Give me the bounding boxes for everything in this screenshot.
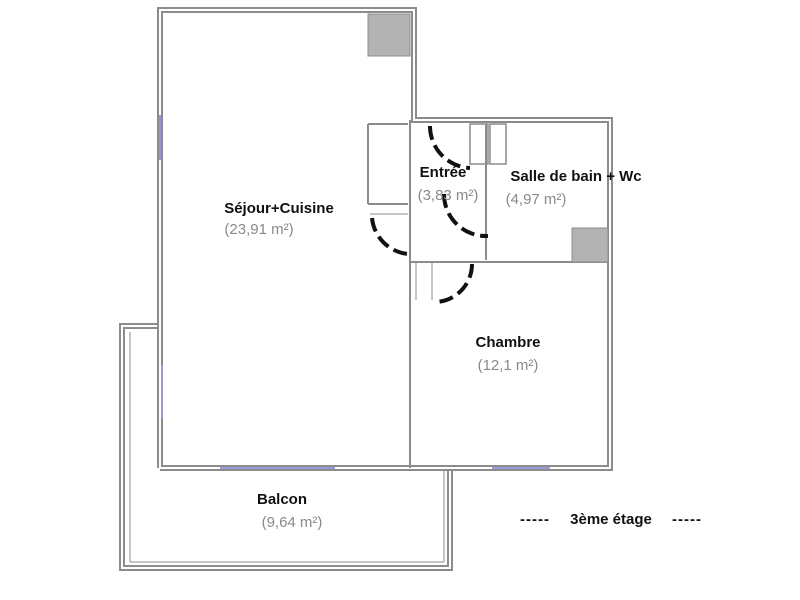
door-arc-entree xyxy=(427,125,471,170)
room-area-balcon: (9,64 m²) xyxy=(262,514,323,531)
balcony-outline xyxy=(119,323,453,571)
floor-dash-left: ----- xyxy=(520,511,550,528)
exterior-walls xyxy=(157,7,613,471)
room-name-entree: Entrée xyxy=(420,164,467,181)
room-name-chambre: Chambre xyxy=(475,334,540,351)
interior-walls xyxy=(367,120,608,468)
room-name-balcon: Balcon xyxy=(257,491,307,508)
floor-label: 3ème étage xyxy=(570,511,652,528)
room-area-entree: (3,83 m²) xyxy=(418,187,479,204)
duct-sejour xyxy=(367,13,411,57)
door-arc-sejour xyxy=(370,217,409,256)
room-name-sdb: Salle de bain + Wc xyxy=(510,168,641,185)
door-arc-chambre xyxy=(435,263,475,304)
room-area-chambre: (12,1 m²) xyxy=(478,357,539,374)
duct-sdb xyxy=(571,227,609,263)
floor-dash-right: ----- xyxy=(672,511,702,528)
room-name-sejour: Séjour+Cuisine xyxy=(224,200,334,217)
door-arc-sdb xyxy=(441,193,489,239)
windows xyxy=(159,115,550,469)
room-area-sdb: (4,97 m²) xyxy=(506,191,567,208)
door-swings xyxy=(370,125,489,304)
room-area-sejour: (23,91 m²) xyxy=(224,221,293,238)
